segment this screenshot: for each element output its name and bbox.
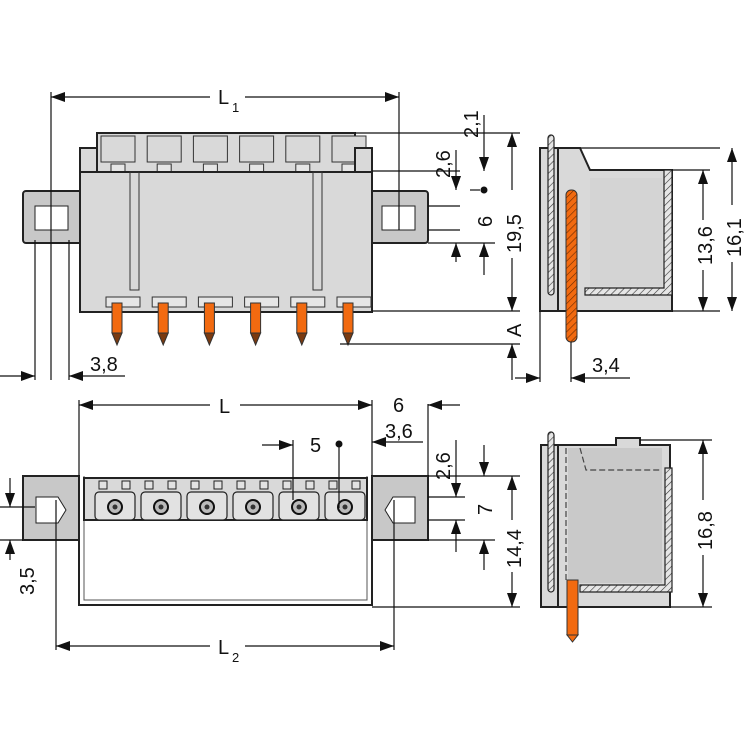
solder-pin	[342, 302, 354, 334]
side-view-bottom: 16,8	[540, 431, 717, 643]
dim-3-4: 3,4	[592, 355, 620, 377]
side-pin-bottom	[566, 579, 579, 636]
latch-tab	[239, 135, 275, 163]
housing-body	[79, 171, 373, 313]
dim-5: 5	[310, 435, 321, 457]
rib-left	[129, 171, 140, 291]
dim-14-4: 14,4	[504, 529, 526, 568]
dim-6-bottom: 6	[393, 395, 404, 417]
dim-2-1: 2,1	[461, 110, 483, 138]
dim-2-6-bottom: 2,6	[433, 452, 455, 480]
latch-tab	[100, 135, 136, 163]
front-view-bottom: L 5 6 3,6 2,6 7	[0, 395, 526, 665]
solder-pin	[157, 302, 169, 334]
solder-pin	[111, 302, 123, 334]
dim-A: A	[504, 323, 526, 337]
side-pin	[565, 189, 578, 343]
dim-13-6: 13,6	[695, 226, 717, 265]
left-ear	[79, 147, 98, 174]
dim-3-6: 3,6	[385, 421, 413, 443]
latch-tab	[285, 135, 321, 163]
dim-16-8: 16,8	[695, 511, 717, 550]
dim-19-5: 19,5	[504, 214, 526, 253]
solder-pin	[203, 302, 215, 334]
latch-tab	[146, 135, 182, 163]
rib-right	[312, 171, 323, 291]
dim-7: 7	[475, 504, 497, 515]
solder-pin	[296, 302, 308, 334]
dim-L1-subscript: 1	[232, 100, 239, 115]
dim-L2-subscript: 2	[232, 650, 239, 665]
solder-pin	[250, 302, 262, 334]
dim-16-1: 16,1	[724, 218, 746, 257]
dim-L1: L	[218, 87, 229, 109]
front-view-top: L 1 3,8 2,1 2,6 6	[0, 87, 526, 381]
dim-3-8: 3,8	[90, 354, 118, 376]
right-ear	[354, 147, 373, 174]
dim-L: L	[219, 396, 230, 418]
latch-tab	[192, 135, 228, 163]
reference-dot	[480, 186, 488, 194]
dim-L2: L	[218, 637, 229, 659]
side-view-top: 13,6 16,1 3,4	[515, 134, 746, 383]
dim-3-5: 3,5	[17, 567, 39, 595]
dim-2-6: 2,6	[433, 150, 455, 178]
dim-6: 6	[475, 216, 497, 227]
